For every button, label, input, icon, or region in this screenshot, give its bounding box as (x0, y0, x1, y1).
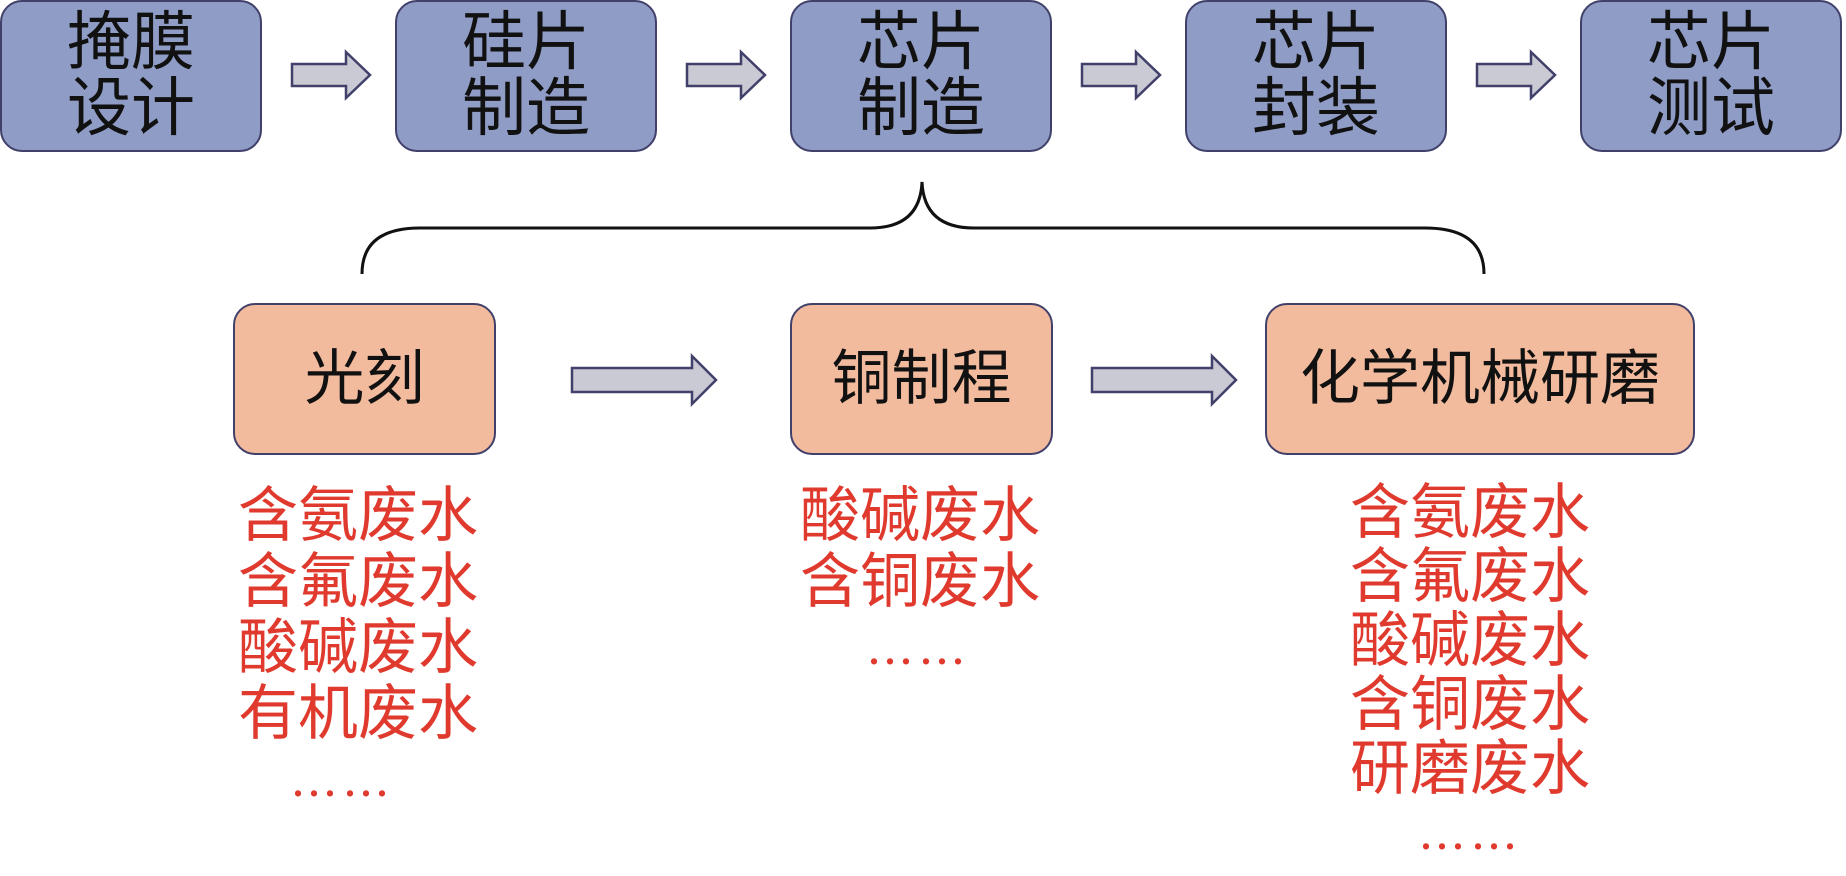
subprocess-label: 铜制程 (831, 344, 1012, 414)
subprocess-label: 光刻 (304, 344, 425, 414)
wastewater-item: 酸碱废水 (1350, 606, 1590, 676)
ellipsis: …… (866, 620, 970, 676)
ellipsis: …… (1418, 805, 1522, 861)
subprocess-copper-process: 铜制程 (790, 303, 1053, 455)
wastewater-list-copper: 酸碱废水 含铜废水 …… (800, 483, 1040, 681)
flow-arrow-icon (1475, 49, 1557, 101)
process-wafer-manufacturing: 硅片 制造 (395, 0, 657, 152)
subprocess-lithography: 光刻 (233, 303, 496, 455)
ellipsis: …… (290, 752, 394, 808)
process-label: 掩膜 设计 (67, 6, 195, 146)
process-mask-design: 掩膜 设计 (0, 0, 262, 152)
wastewater-item: 含铜废水 (800, 547, 1040, 617)
subprocess-label: 化学机械研磨 (1300, 344, 1660, 414)
wastewater-item: 酸碱废水 (800, 481, 1040, 551)
wastewater-item: 含氟废水 (1350, 542, 1590, 612)
wastewater-item: 酸碱废水 (238, 613, 478, 683)
wastewater-item: 含氟废水 (238, 547, 478, 617)
process-label: 芯片 测试 (1647, 6, 1775, 146)
process-chip-testing: 芯片 测试 (1580, 0, 1842, 152)
process-label: 硅片 制造 (462, 6, 590, 146)
wastewater-item: 含铜废水 (1350, 670, 1590, 740)
flow-arrow-icon (290, 49, 372, 101)
subprocess-cmp: 化学机械研磨 (1265, 303, 1695, 455)
flow-arrow-icon (1080, 49, 1162, 101)
wastewater-list-cmp: 含氨废水 含氟废水 酸碱废水 含铜废水 研磨废水 …… (1350, 481, 1590, 861)
wastewater-item: 含氨废水 (238, 481, 478, 551)
flow-arrow-icon (1090, 352, 1238, 408)
process-label: 芯片 制造 (857, 6, 985, 146)
wastewater-item: 有机废水 (238, 679, 478, 749)
process-chip-manufacturing: 芯片 制造 (790, 0, 1052, 152)
process-chip-packaging: 芯片 封装 (1185, 0, 1447, 152)
process-label: 芯片 封装 (1252, 6, 1380, 146)
wastewater-item: 研磨废水 (1350, 734, 1590, 804)
wastewater-list-lithography: 含氨废水 含氟废水 酸碱废水 有机废水 …… (238, 483, 478, 813)
wastewater-item: 含氨废水 (1350, 478, 1590, 548)
flow-arrow-icon (685, 49, 767, 101)
flow-arrow-icon (570, 352, 718, 408)
